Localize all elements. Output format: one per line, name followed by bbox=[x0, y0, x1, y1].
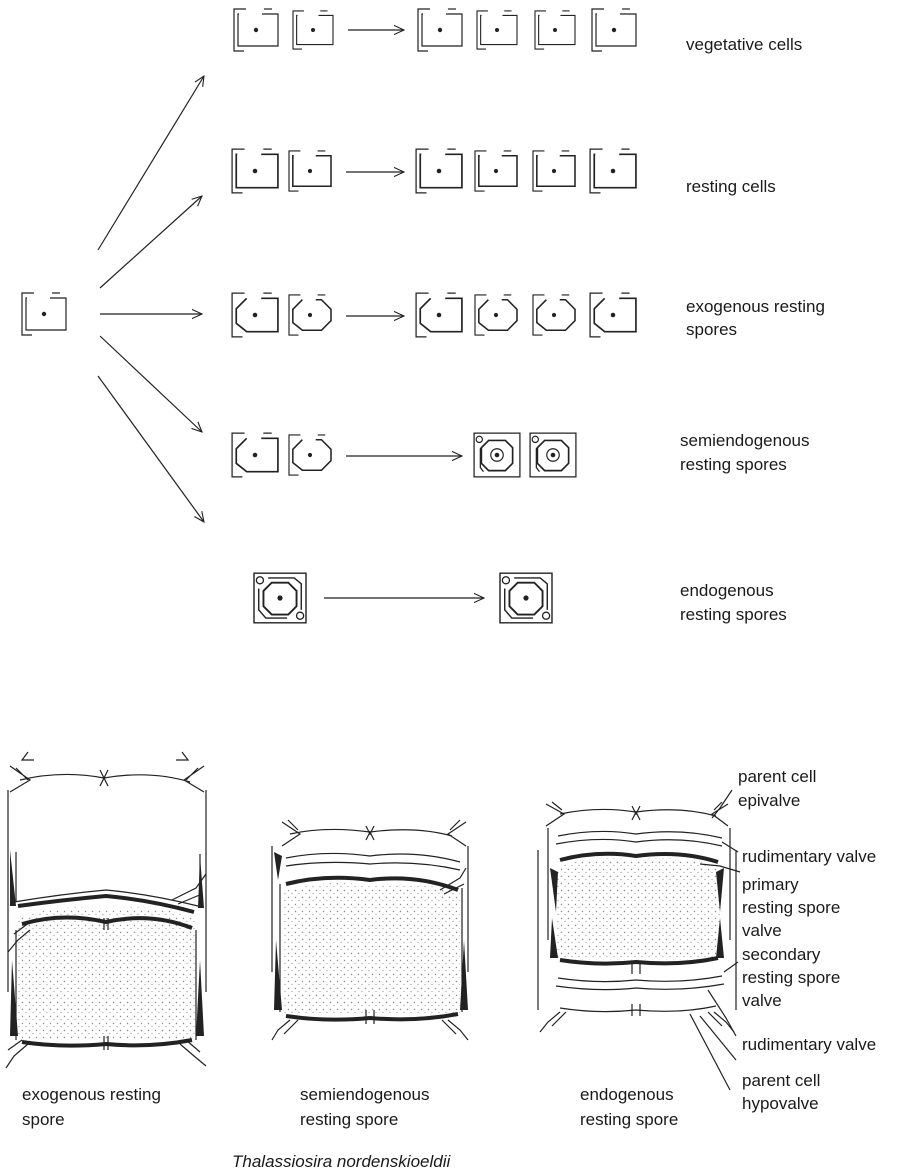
row-label-endogenous: endogenous resting spores bbox=[680, 581, 787, 624]
caption-semiendogenous: semiendogenous resting spore bbox=[300, 1085, 434, 1129]
row-label-vegetative: vegetative cells bbox=[686, 35, 802, 54]
row-semiendogenous-spores: semiendogenous resting spores bbox=[231, 431, 814, 478]
callout-primary-spore-valve: primary resting spore valve bbox=[742, 875, 845, 940]
callout-labels: parent cell epivalve rudimentary valve p… bbox=[738, 767, 876, 1113]
callout-leaders bbox=[689, 789, 741, 1091]
branch-arrow bbox=[97, 76, 204, 251]
row-resting-cells: resting cells bbox=[231, 148, 776, 196]
row-exogenous-spores: exogenous resting spores bbox=[231, 292, 830, 339]
endogenous-cross-section bbox=[537, 801, 737, 1033]
callout-secondary-spore-valve: secondary resting spore valve bbox=[742, 945, 845, 1010]
callout-parent-epivalve: parent cell epivalve bbox=[738, 767, 821, 810]
semiendogenous-cross-section bbox=[271, 819, 469, 1041]
caption-exogenous: exogenous resting spore bbox=[22, 1085, 166, 1129]
row-vegetative-cells: vegetative cells bbox=[233, 8, 802, 54]
row-label-exogenous: exogenous resting spores bbox=[686, 297, 830, 339]
row-label-semiendogenous: semiendogenous resting spores bbox=[680, 431, 814, 474]
branch-arrow bbox=[97, 375, 204, 522]
branch-arrows bbox=[97, 76, 204, 522]
row-label-resting-cells: resting cells bbox=[686, 177, 776, 196]
species-name: Thalassiosira nordenskioeldii bbox=[232, 1152, 452, 1171]
branch-arrow bbox=[99, 196, 202, 289]
callout-parent-hypovalve: parent cell hypovalve bbox=[742, 1071, 825, 1113]
exogenous-cross-section bbox=[5, 751, 207, 1069]
row-endogenous-spores: endogenous resting spores bbox=[253, 572, 787, 624]
callout-rudimentary-valve-top: rudimentary valve bbox=[742, 847, 876, 866]
callout-rudimentary-valve-bottom: rudimentary valve bbox=[742, 1035, 876, 1054]
parent-cell bbox=[21, 292, 67, 336]
branch-arrow bbox=[99, 335, 202, 432]
caption-endogenous: endogenous resting spore bbox=[580, 1085, 678, 1129]
